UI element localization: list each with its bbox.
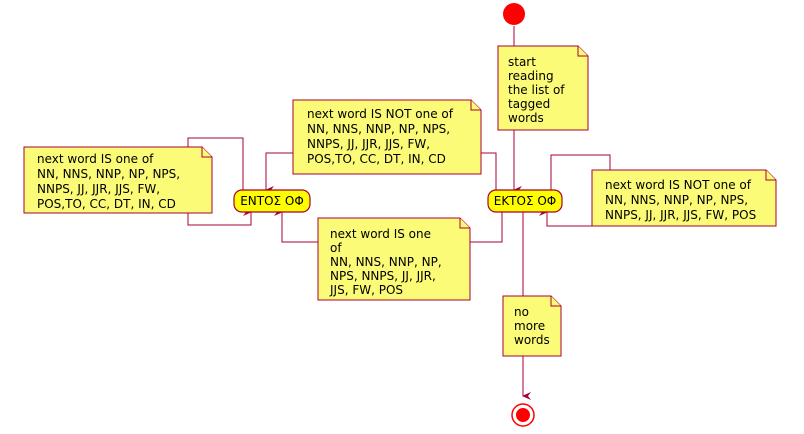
note-body [317,217,471,301]
note-line: NNPS, JJ, JJR, JJS, FW, POS [605,208,756,222]
note-line: NN, NNS, NNP, NP, NPS, [307,122,450,136]
note-fold [470,100,481,111]
note-line: POS,TO, CC, DT, IN, CD [37,197,176,211]
note-line: reading [508,69,554,83]
note-body [497,45,589,131]
start-node [503,3,525,25]
note-fold [577,46,588,57]
note-line: next word IS one of [37,152,154,166]
note-line: NPS, NNPS, JJ, JJR, [330,269,436,283]
note-line: NN, NNS, NNP, NP, NPS, [605,193,748,207]
state-ektos: ΕΚΤΟΣ ΟΦ [487,189,563,213]
note-line: words [508,111,544,125]
note-fold [459,218,470,229]
end-node [511,403,535,427]
state-entos: ΕΝΤΟΣ ΟΦ [233,189,311,213]
note-line: words [514,333,550,347]
note-line: next word IS NOT one of [605,178,752,192]
note-body [502,295,562,357]
note-line: next word IS NOT one of [307,107,454,121]
state-ektos-label: ΕΚΤΟΣ ΟΦ [494,194,557,208]
note-line: POS,TO, CC, DT, IN, CD [307,152,446,166]
note-fold [550,296,561,307]
note-body [591,169,777,227]
note-line: of [330,241,342,255]
note-line: NNPS, JJ, JJR, JJS, FW, [37,182,160,196]
note-line: next word IS one [330,227,431,241]
note-line: tagged [508,97,550,111]
note-line: NN, NNS, NNP, NP, [330,255,442,269]
state-entos-label: ΕΝΤΟΣ ΟΦ [240,194,304,208]
note-line: NN, NNS, NNP, NP, NPS, [37,167,180,181]
note-fold [765,170,776,181]
note-line: JJS, FW, POS [329,283,403,297]
note-line: NNPS, JJ, JJR, JJS, FW, [307,137,430,151]
note-fold [201,147,212,158]
note-line: more [514,319,545,333]
note-body [23,146,213,214]
note-body [292,99,482,175]
note-line: start [508,55,536,69]
note-line: the list of [508,83,565,97]
note-line: no [514,305,529,319]
